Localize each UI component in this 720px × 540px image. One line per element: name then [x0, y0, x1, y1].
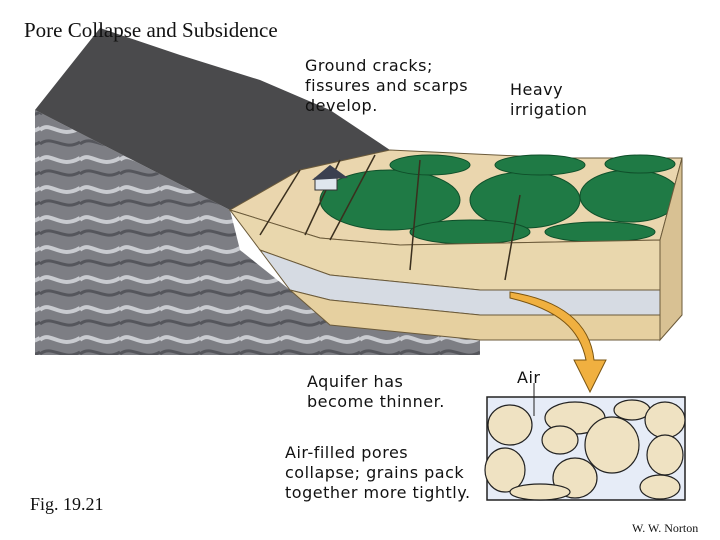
upland-surface	[35, 28, 390, 210]
label-ground-cracks: Ground cracks; fissures and scarps devel…	[305, 56, 469, 115]
bedrock	[35, 110, 480, 355]
label-pore-collapse: Air-filled pores collapse; grains pack t…	[285, 443, 471, 502]
label-heavy-irrigation: Heavy irrigation	[510, 80, 588, 119]
ground-cracks	[259, 154, 521, 281]
label-air: Air	[517, 368, 541, 387]
side-face	[659, 157, 683, 342]
label-aquifer: Aquifer has become thinner.	[307, 372, 445, 411]
pore-grain-inset	[484, 383, 686, 501]
figure-number: Fig. 19.21	[30, 494, 104, 514]
diagram-title: Pore Collapse and Subsidence	[24, 18, 278, 42]
zoom-arrow	[509, 291, 607, 394]
house-icon	[312, 165, 348, 191]
credit: W. W. Norton	[632, 521, 699, 535]
